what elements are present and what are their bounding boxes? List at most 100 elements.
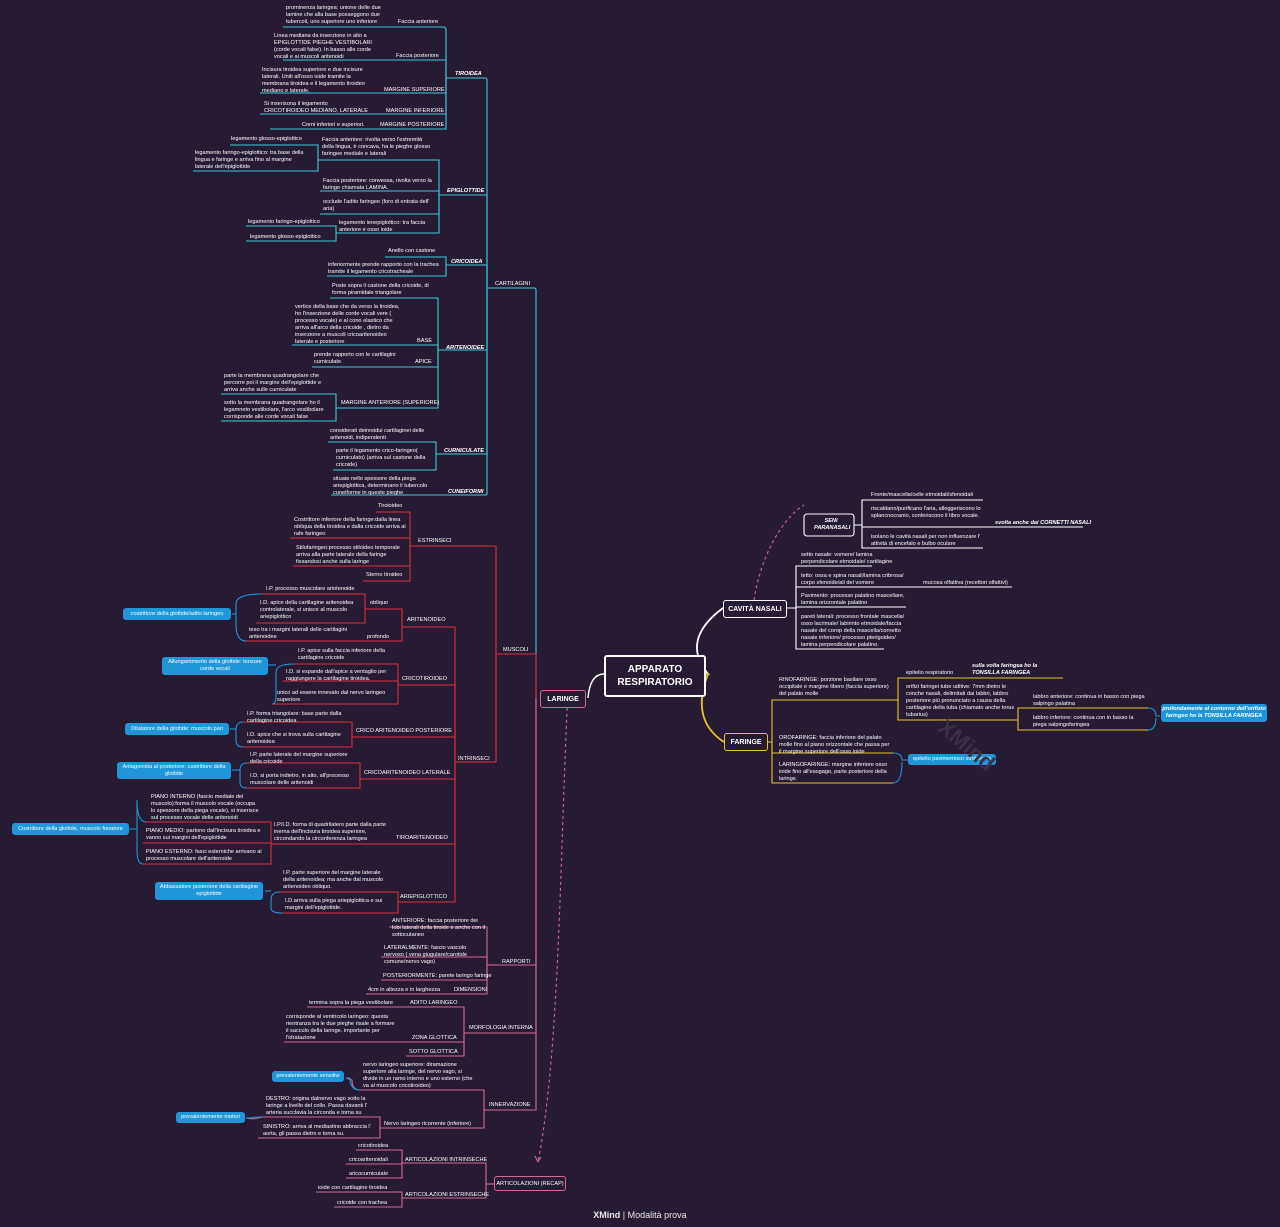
crico-lat-label[interactable]: CRICOARITENOIDEO LATERALE — [364, 770, 451, 776]
tiroaritenoideo-label[interactable]: TIROARITENOIDEO — [396, 835, 448, 841]
crico-post-ip: I.P. forma triangolare: base parte dalla… — [247, 711, 342, 724]
seni-label[interactable]: SENI PARANASALI — [814, 518, 851, 531]
footer-mode: Modalità prova — [627, 1210, 687, 1220]
seni-3: isolano le cavità nasali per non influen… — [871, 534, 981, 547]
aritenoideo-ip: I.P. processo muscolare ariotenoide — [266, 586, 355, 592]
innervazione-ricorrente: Nervo laringeo ricorrente (inferiore) — [384, 1121, 472, 1127]
aritenoideo-profondo[interactable]: profondo — [367, 634, 390, 640]
aritenoideo-obliquo-desc: I.D. apice della cartilagine aritenoidea… — [260, 600, 354, 620]
cartilagini-label[interactable]: CARTILAGINI — [495, 281, 531, 287]
tiroaritenoideo-esterno: PIANO ESTERNO: fasci esterniche arrivano… — [146, 849, 262, 862]
laringe-node[interactable]: LARINGE — [540, 690, 586, 708]
morfologia-label[interactable]: MORFOLOGIA INTERNA — [469, 1025, 533, 1031]
cricotiroideo-unico: unico ad essere innevato dal nervo larin… — [277, 690, 386, 703]
morfologia-sotto[interactable]: SOTTO GLOTTICA — [409, 1049, 458, 1055]
faringe-labbro-ant: labbro anteriore: continua in basso con … — [1033, 694, 1145, 707]
cavita-nasali-node[interactable]: CAVITÀ NASALI — [723, 600, 787, 618]
faringe-epitelio-note: sulla volta faringea ho la TONSILLA FARI… — [972, 663, 1038, 676]
epiglottide-faccia-ant: Faccia anteriore: rivolta verso l'estrem… — [322, 137, 431, 157]
epiglottide-label[interactable]: EPIGLOTTIDE — [447, 188, 485, 194]
faringe-epitelio-pav-note[interactable]: epitelio pavimentoso stratificato — [908, 754, 996, 765]
aritenoideo-note[interactable]: costrittore della glottide/adito laringe… — [123, 608, 231, 620]
intrinseci-label[interactable]: INTRINSECI — [458, 756, 490, 762]
tiroidea-faccia-ant-desc: prominenza laringea: unione delle due la… — [286, 5, 381, 25]
faringe-orifizi: orifizi faringei tube uditive: 7mm dietr… — [906, 684, 1015, 718]
crico-post-label[interactable]: CRICO ARITENOIDEO POSTERIORE — [356, 728, 453, 734]
epiglottide-lig3: legamento faringo-epiglottico — [248, 219, 320, 225]
faringe-label: FARINGE — [730, 738, 762, 746]
innervazione-superiore: nervo laringeo superiore: diramazione su… — [363, 1062, 473, 1089]
faringe-epitelio: epitelio respiratorio — [906, 670, 954, 676]
cavita-c1: setto nasale: vomere/ lamina perpendicol… — [801, 552, 893, 565]
innervazione-label[interactable]: INNERVAZIONE — [489, 1102, 531, 1108]
ariepiglottico-id: I.D.arriva sulla piega ariepiglottica e … — [285, 898, 383, 911]
articolazioni-i2: cricoaritenoidali — [349, 1157, 388, 1163]
estrinseci-sterno: Sterno tiroideo — [366, 572, 403, 578]
cavita-c2b: mucosa olfattiva (recettori olfattivi) — [923, 580, 1008, 586]
ariepiglottico-label[interactable]: ARIEPIGLOTTICO — [400, 894, 447, 900]
epiglottide-lig2: legamento faringo-epiglottico: tra base … — [195, 150, 304, 170]
cricotiroideo-note[interactable]: Allungammento della glottide: tensore co… — [162, 657, 268, 675]
faringe-rino: RINOFARINGE: porzione basilare osso occi… — [779, 677, 889, 697]
curniculate-d1: considerati deiresidui cartilaginei dell… — [330, 428, 425, 441]
cricoidea-anello: Anello con castone — [388, 248, 436, 254]
articolazioni-node[interactable]: ARTICOLAZIONI (RECAP) — [494, 1176, 566, 1191]
articolazioni-intrinseche[interactable]: ARTICOLAZIONI INTRINSECHE — [405, 1157, 488, 1163]
crico-lat-note[interactable]: Antagonista al posteriore: costrittore d… — [117, 762, 231, 779]
cricotiroideo-label[interactable]: CRICOTIROIDEO — [402, 676, 448, 682]
aritenoidee-margine-1: parte la membrana quadrangolare che perc… — [224, 373, 322, 393]
epiglottide-faccia-post: Faccia posteriore: convessa, rivolta ver… — [323, 178, 432, 191]
tiroidea-margine-sup[interactable]: MARGINE SUPERIORE — [384, 87, 445, 93]
aritenoideo-label[interactable]: ARITENOIDEO — [407, 617, 446, 623]
cricotiroideo-id: I.D. si espande dall'apice a ventaglio p… — [286, 669, 387, 682]
laringe-label: LARINGE — [547, 695, 579, 703]
morfologia-adito[interactable]: ADITO LARINGEO — [410, 1000, 458, 1006]
aritenoidee-apice[interactable]: APICE — [415, 359, 432, 365]
aritenoidee-label[interactable]: ARITENOIDEE — [446, 345, 485, 351]
footer: XMind | Modalità prova — [0, 1210, 1280, 1220]
faringe-node[interactable]: FARINGE — [724, 733, 768, 751]
morfologia-adito-desc: termina sopra la piega vestibolare — [309, 1000, 393, 1006]
aritenoidee-margine[interactable]: MARGINE ANTERIORE (SUPERIORE) — [341, 400, 440, 406]
tiroidea-faccia-ant[interactable]: Faccia anteriore — [398, 19, 439, 25]
faringe-tonsilla-note[interactable]: profondamente al contorno dell'orifizio … — [1161, 704, 1267, 722]
morfologia-zona-desc: corrisponde al ventricolo laringeo: ques… — [286, 1014, 395, 1041]
tiroaritenoideo-note[interactable]: Costrittore della glottide, muscolo fona… — [12, 823, 129, 835]
epiglottide-lig1: legamento glosso-epiglottico — [231, 136, 302, 142]
tiroidea-margine-inf-desc: Si inserisona il legamento CRICOTIROIDEO… — [264, 101, 369, 114]
tiroidea-margine-post[interactable]: MARGINE POSTERIORE — [380, 122, 445, 128]
rapporti-dimensioni[interactable]: DIMENSIONI — [454, 987, 488, 993]
seni-2b: svolta anche dai CORNETTI NASALI — [995, 520, 1092, 526]
crico-post-note[interactable]: Dilatatore della glottide: muscolo pari — [125, 723, 229, 735]
articolazioni-estrinseche[interactable]: ARTICOLAZIONI ESTRINSECHE — [405, 1192, 490, 1198]
tiroidea-margine-inf[interactable]: MARGINE INFERIORE — [386, 108, 445, 114]
tiroidea-margine-sup-desc: Incisura tiroidea superiore e due incisu… — [262, 67, 365, 94]
rapporti-label[interactable]: RAPPORTI — [502, 959, 531, 965]
articolazioni-i3: aricocurniculate — [349, 1171, 389, 1177]
tiroidea-label[interactable]: TIROIDEA — [455, 71, 482, 77]
footer-sep: | — [622, 1210, 626, 1220]
cuneiformi-label[interactable]: CUNEIFORMI — [448, 489, 484, 495]
epiglottide-lig-io: legamento ieoepiglottico: tra faccia ant… — [339, 220, 426, 233]
innervazione-note-motori[interactable]: prevalentemente motori — [176, 1112, 245, 1123]
seni-1: Fronte/mascella/celle etmoidali/sfenoida… — [871, 492, 973, 498]
cavita-label: CAVITÀ NASALI — [728, 605, 782, 613]
cricoidea-label[interactable]: CRICOIDEA — [451, 259, 483, 265]
tiroidea-faccia-post-desc: Linea mediana da inserzione in alto a EP… — [274, 33, 372, 60]
faringe-labbro-inf: labbro inferiore: continua con in basso … — [1033, 715, 1134, 728]
muscoli-label[interactable]: MUSCOLI — [503, 647, 529, 653]
estrinseci-stilo: Stilofaringeo:processo stiloideo tempora… — [296, 545, 400, 565]
crico-post-id: I.D. apice che si trova sulla cartilagin… — [247, 732, 341, 745]
ariepiglottico-note[interactable]: Abbassatore posteriore della cartilagine… — [155, 882, 263, 900]
innervazione-note-sensitivi[interactable]: prevalentemente sensitivi — [272, 1071, 344, 1082]
cavita-c4: pareti laterali: processo frontale masce… — [801, 614, 905, 648]
curniculate-label[interactable]: CURNICULATE — [444, 448, 484, 454]
tiroidea-faccia-post[interactable]: Faccia posteriore — [396, 53, 439, 59]
aritenoidee-base[interactable]: BASE — [417, 338, 432, 344]
estrinseci-label[interactable]: ESTRINSECI — [418, 538, 452, 544]
cavita-c3: Pavimento: processo palatino mascellare,… — [801, 593, 905, 606]
articolazioni-i1: cricotiroidea — [358, 1143, 389, 1149]
morfologia-zona[interactable]: ZONA GLOTTICA — [412, 1035, 457, 1041]
aritenoideo-obliquo[interactable]: obliquo — [370, 600, 389, 606]
